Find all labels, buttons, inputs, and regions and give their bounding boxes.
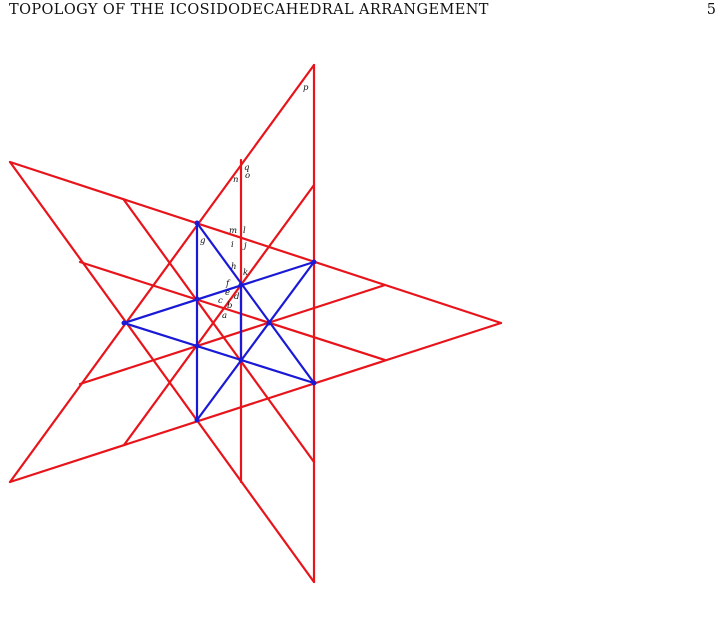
label-h: h	[231, 262, 236, 272]
vertex	[194, 343, 200, 349]
label-a: a	[222, 311, 227, 321]
label-f: f	[225, 279, 231, 289]
red-line	[8, 321, 503, 484]
red-line	[78, 283, 387, 386]
label-l: l	[243, 226, 246, 236]
blue-line-arrangement	[122, 221, 316, 422]
vertex	[121, 320, 127, 326]
label-g: g	[200, 236, 206, 246]
label-p: p	[303, 83, 309, 93]
blue-line	[122, 260, 316, 325]
label-j: j	[242, 241, 247, 251]
label-o: o	[245, 171, 250, 181]
red-line	[122, 183, 316, 447]
label-m: m	[229, 226, 237, 236]
label-e: e	[225, 288, 230, 298]
red-line	[78, 260, 387, 362]
label-c: c	[218, 296, 223, 306]
vertex	[238, 282, 244, 288]
blue-vertices	[121, 220, 317, 423]
vertex	[238, 357, 244, 363]
blue-line	[122, 321, 316, 385]
vertex	[194, 220, 200, 226]
red-line-arrangement	[8, 63, 503, 584]
label-d: d	[234, 292, 240, 302]
vertex	[311, 380, 317, 386]
blue-line	[195, 260, 316, 422]
vertex	[311, 259, 317, 265]
label-k: k	[243, 268, 248, 278]
page-number: 5	[706, 2, 716, 18]
red-line	[8, 160, 503, 325]
blue-line	[195, 221, 316, 385]
red-line	[122, 198, 316, 464]
vertex	[266, 320, 272, 326]
running-title: TOPOLOGY OF THE ICOSIDODECAHEDRAL ARRANG…	[9, 2, 489, 18]
vertex	[194, 296, 200, 302]
label-i: i	[231, 240, 234, 250]
label-b: b	[227, 301, 232, 311]
vertex	[194, 417, 200, 423]
red-line	[8, 160, 316, 584]
face-labels: p q o n m l i j g h k f e d c b a	[200, 83, 309, 321]
label-q: q	[244, 163, 250, 173]
label-n: n	[233, 175, 238, 185]
red-line	[8, 63, 316, 484]
